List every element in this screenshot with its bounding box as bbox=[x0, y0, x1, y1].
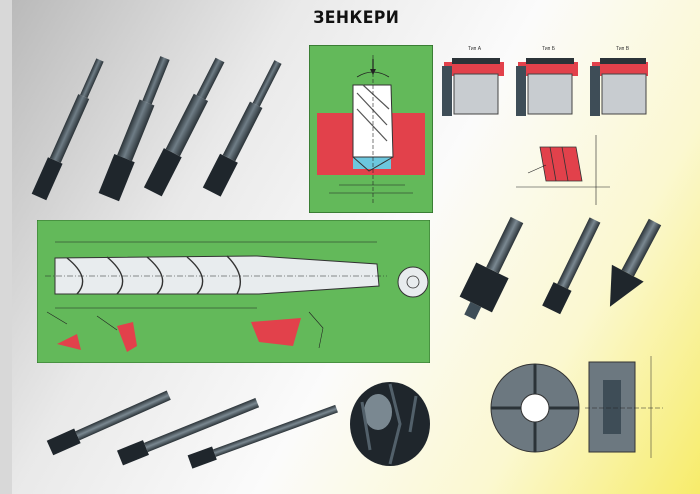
shell-countersink-section bbox=[485, 350, 670, 465]
countersink-tool-4 bbox=[202, 60, 282, 197]
cone-countersink-2 bbox=[542, 217, 601, 315]
countersink-tool-3 bbox=[143, 57, 225, 197]
type-c-label: Тип В bbox=[616, 46, 630, 52]
countersink-tool-2 bbox=[98, 56, 170, 202]
countersink-types-diagram: Тип А Тип Б Тип В bbox=[440, 40, 650, 130]
shell-countersink-head bbox=[340, 372, 440, 472]
shell-countersink-3 bbox=[187, 404, 338, 469]
countersink-tools-group-top bbox=[20, 50, 310, 215]
cone-countersink-3 bbox=[609, 218, 662, 307]
poster-title: ЗЕНКЕРИ bbox=[313, 8, 400, 28]
type-a-label: Тип А bbox=[468, 46, 482, 52]
spiral-countersink-drawing bbox=[37, 220, 430, 363]
countersink-tools-group-bottom bbox=[40, 378, 340, 470]
cone-countersink-1 bbox=[459, 216, 524, 320]
type-a-section bbox=[442, 58, 504, 116]
shell-countersink-1 bbox=[46, 390, 171, 456]
countersink-tool-1 bbox=[31, 58, 104, 201]
type-b-label: Тип Б bbox=[542, 46, 556, 52]
shell-countersink-2 bbox=[117, 397, 260, 466]
cone-countersinks-group bbox=[455, 210, 670, 340]
type-c-section bbox=[590, 58, 648, 116]
type-b-section bbox=[516, 58, 578, 116]
cutting-edge-detail bbox=[510, 125, 620, 210]
countersinking-section-diagram bbox=[309, 45, 433, 213]
